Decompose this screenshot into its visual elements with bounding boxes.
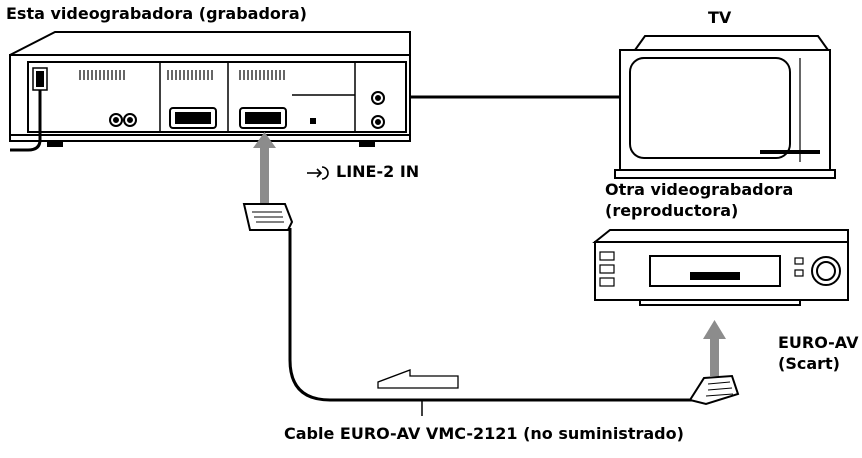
tv-label: TV: [708, 8, 732, 27]
input-label-row: LINE-2 IN: [306, 162, 419, 182]
player-label-line2: (reproductora): [605, 201, 739, 220]
scart-plug-icon: [688, 374, 740, 406]
recorder-vent-slots: [79, 70, 285, 80]
recorder-vcr: [9, 31, 411, 152]
signal-flow-arrow-icon: [377, 369, 459, 389]
connector-label-line2: (Scart): [778, 354, 840, 373]
player-label-line1: Otra videograbadora: [605, 180, 794, 199]
connection-arrow-icon: [703, 320, 726, 376]
euro-av-cable: [288, 228, 700, 402]
input-label: LINE-2 IN: [336, 162, 420, 181]
player-vcr: [592, 229, 849, 306]
scart-plug-icon: [242, 203, 294, 231]
connection-arrow-icon: [253, 132, 276, 203]
cable-label: Cable EURO-AV VMC-2121 (no suministrado): [284, 424, 684, 443]
tv-set: [614, 35, 836, 179]
connector-label-line1: EURO-AV: [778, 333, 859, 352]
recorder-label: Esta videograbadora (grabadora): [6, 4, 307, 23]
line-input-icon: [307, 165, 329, 180]
